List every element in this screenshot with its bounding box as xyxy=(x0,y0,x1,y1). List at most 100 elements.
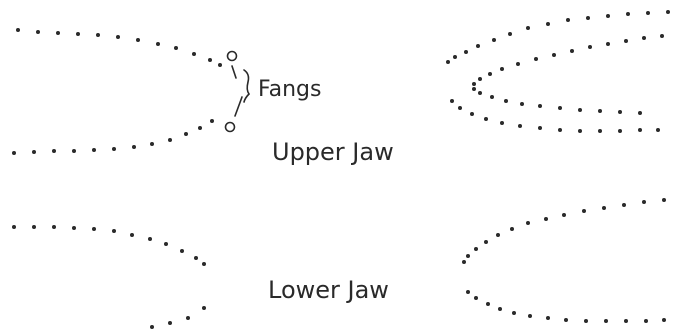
upper-jaw-right-inner-curve-dot xyxy=(538,104,542,108)
upper-jaw-left-bottom-edge-dot xyxy=(52,149,56,153)
lower-jaw-left-bottom-edge-dot xyxy=(186,316,190,320)
lower-jaw-right-outer-curve-dot xyxy=(474,296,478,300)
upper-jaw-right-outer-curve-dot xyxy=(458,106,462,110)
lower-jaw-right-outer-curve-dot xyxy=(484,240,488,244)
lower-jaw-left-top-edge-dot xyxy=(12,225,16,229)
upper-jaw-right-inner-curve-dot xyxy=(558,106,562,110)
upper-jaw-right-outer-curve-dot xyxy=(666,10,670,14)
lower-jaw-right-outer-curve-dot xyxy=(466,254,470,258)
upper-jaw-right-outer-curve-dot xyxy=(546,22,550,26)
upper-jaw-right-outer-curve-dot xyxy=(476,44,480,48)
upper-jaw-left-top-edge-dot xyxy=(174,46,178,50)
upper-jaw-right-outer-curve-dot xyxy=(453,55,457,59)
upper-jaw-right-outer-curve-dot xyxy=(470,112,474,116)
lower-jaw-right-outer-curve-dot xyxy=(602,206,606,210)
lower-jaw-right-outer-curve-dot xyxy=(564,318,568,322)
upper-jaw-right-outer-curve-dot xyxy=(638,128,642,132)
lower-jaw-right-outer-curve-dot xyxy=(526,221,530,225)
lower-jaw-right-outer-curve-dot xyxy=(622,203,626,207)
upper-jaw-left-top-edge-dot xyxy=(16,28,20,32)
lower-jaw-right-outer-curve-dot xyxy=(496,233,500,237)
upper-jaw-right-inner-curve-dot xyxy=(624,39,628,43)
upper-jaw-left-bottom-edge-dot xyxy=(150,142,154,146)
lower-jaw-right-outer-curve-dot xyxy=(466,290,470,294)
lower-jaw-left-top-edge-dot xyxy=(202,262,206,266)
lower-jaw-left-top-edge-dot xyxy=(148,237,152,241)
upper-jaw-left-bottom-edge-dot xyxy=(112,147,116,151)
upper-jaw-left-bottom-edge-dot xyxy=(92,148,96,152)
upper-jaw-left-bottom-edge-dot xyxy=(12,151,16,155)
lower-jaw-label: Lower Jaw xyxy=(268,276,389,304)
upper-jaw-right-inner-curve-dot xyxy=(490,95,494,99)
upper-jaw-left-bottom-edge-dot xyxy=(72,149,76,153)
upper-jaw-right-inner-curve-dot xyxy=(472,87,476,91)
upper-jaw-right-inner-curve-dot xyxy=(478,77,482,81)
lower-jaw-right-outer-curve-dot xyxy=(546,316,550,320)
upper-jaw-right-inner-curve-dot xyxy=(606,42,610,46)
lower-jaw-left-bottom-edge-dot xyxy=(150,325,154,329)
lower-jaw-left-bottom-edge-dot xyxy=(202,306,206,310)
upper-jaw-right-inner-curve-dot xyxy=(638,111,642,115)
lower-jaw-left-top-edge-dot xyxy=(130,233,134,237)
lower-jaw-right-outer-curve-dot xyxy=(624,319,628,323)
upper-jaw-right-inner-curve-dot xyxy=(578,108,582,112)
upper-jaw-left-top-edge-dot xyxy=(56,31,60,35)
upper-jaw-right-outer-curve-dot xyxy=(618,129,622,133)
upper-jaw-left-bottom-edge xyxy=(12,119,214,155)
upper-jaw-right-outer-curve-dot xyxy=(586,16,590,20)
upper-jaw-right-outer-curve-dot xyxy=(484,117,488,121)
lower-jaw-right-outer-curve-dot xyxy=(662,198,666,202)
upper-jaw-left-top-edge-dot xyxy=(192,52,196,56)
lower-jaw-right-outer-curve-dot xyxy=(562,213,566,217)
lower-fang-circle xyxy=(224,121,236,133)
upper-jaw-right-outer-curve-dot xyxy=(464,50,468,54)
fang-bracket xyxy=(243,69,251,103)
lower-jaw-right-outer-curve xyxy=(462,198,666,323)
lower-jaw-left-top-edge-dot xyxy=(180,249,184,253)
lower-jaw-right-outer-curve-dot xyxy=(584,319,588,323)
upper-jaw-right-outer-curve xyxy=(446,10,670,133)
upper-jaw-right-outer-curve-dot xyxy=(538,126,542,130)
upper-jaw-right-outer-curve-dot xyxy=(606,14,610,18)
lower-jaw-right-outer-curve-dot xyxy=(604,319,608,323)
upper-jaw-right-outer-curve-dot xyxy=(656,128,660,132)
upper-jaw-right-inner-curve-dot xyxy=(520,102,524,106)
fangs-label: Fangs xyxy=(258,77,322,102)
upper-jaw-left-top-edge-dot xyxy=(136,38,140,42)
lower-jaw-left-top-edge-dot xyxy=(194,256,198,260)
upper-jaw-left-bottom-edge-dot xyxy=(184,132,188,136)
upper-jaw-right-inner-curve-dot xyxy=(534,57,538,61)
lower-jaw-right-outer-curve-dot xyxy=(474,247,478,251)
lower-jaw-left-top-edge-dot xyxy=(112,229,116,233)
upper-jaw-left-top-edge-dot xyxy=(36,30,40,34)
upper-jaw-right-inner-curve-dot xyxy=(552,53,556,57)
lower-jaw-right-outer-curve-dot xyxy=(582,209,586,213)
upper-jaw-left-top-edge-dot xyxy=(96,33,100,37)
upper-jaw-left-bottom-edge-dot xyxy=(198,126,202,130)
upper-jaw-left-bottom-edge-dot xyxy=(32,150,36,154)
upper-fang-circle xyxy=(226,50,238,62)
upper-jaw-left-top-edge-dot xyxy=(116,35,120,39)
lower-jaw-right-outer-curve-dot xyxy=(510,227,514,231)
upper-jaw-right-outer-curve-dot xyxy=(526,26,530,30)
lower-jaw-left-bottom-edge-dot xyxy=(168,321,172,325)
upper-jaw-right-inner-curve-dot xyxy=(642,36,646,40)
upper-jaw-right-inner-curve-dot xyxy=(516,62,520,66)
upper-jaw-left-top-edge-dot xyxy=(156,42,160,46)
upper-jaw-left-bottom-edge-dot xyxy=(210,119,214,123)
upper-jaw-right-outer-curve-dot xyxy=(566,18,570,22)
upper-jaw-left-bottom-edge-dot xyxy=(168,138,172,142)
upper-jaw-right-outer-curve-dot xyxy=(508,32,512,36)
upper-jaw-right-outer-curve-dot xyxy=(492,38,496,42)
lower-jaw-left-top-edge xyxy=(12,225,206,266)
lower-jaw-right-outer-curve-dot xyxy=(642,200,646,204)
upper-jaw-right-inner-curve-dot xyxy=(598,109,602,113)
upper-jaw-right-outer-curve-dot xyxy=(558,128,562,132)
upper-jaw-right-inner-curve xyxy=(472,34,664,115)
upper-jaw-left-top-edge-dot xyxy=(208,58,212,62)
upper-jaw-right-inner-curve-dot xyxy=(478,91,482,95)
upper-jaw-right-inner-curve-dot xyxy=(588,45,592,49)
upper-jaw-right-outer-curve-dot xyxy=(626,12,630,16)
upper-jaw-left-top-edge-dot xyxy=(218,63,222,67)
